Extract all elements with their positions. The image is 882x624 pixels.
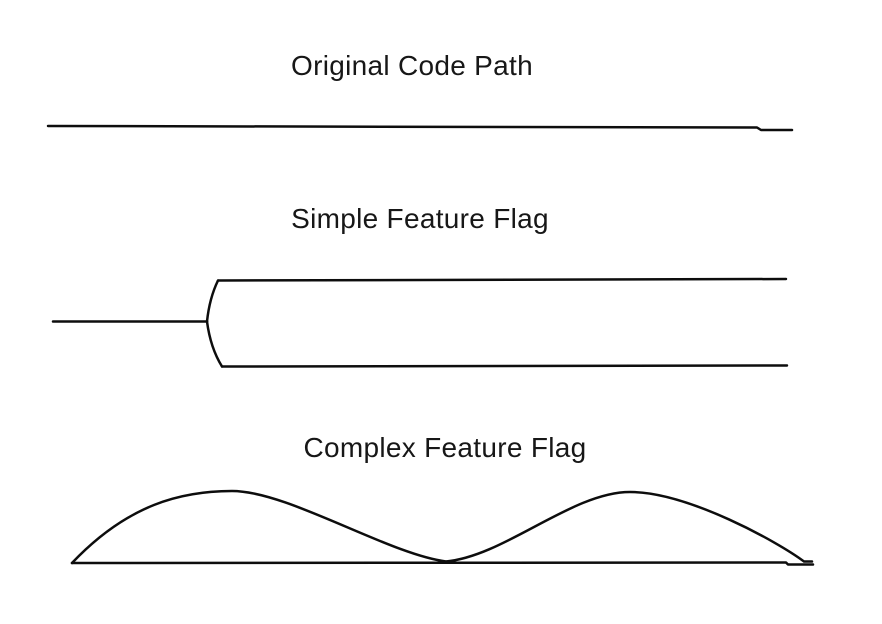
fork-bottom-branch-line	[220, 364, 789, 368]
fork-split-top-curve	[205, 279, 220, 323]
complex-baseline	[70, 561, 815, 566]
section-title-complex-feature-flag: Complex Feature Flag	[303, 432, 587, 463]
complex-right-hump-curve	[444, 490, 814, 563]
fork-split-bottom-curve	[205, 320, 224, 368]
fork-top-branch-line	[216, 277, 788, 282]
section-title-simple-feature-flag: Simple Feature Flag	[291, 203, 549, 234]
original-code-path-line	[46, 124, 794, 132]
section-title-original-code-path: Original Code Path	[291, 50, 533, 81]
complex-left-hump-curve	[70, 489, 448, 565]
